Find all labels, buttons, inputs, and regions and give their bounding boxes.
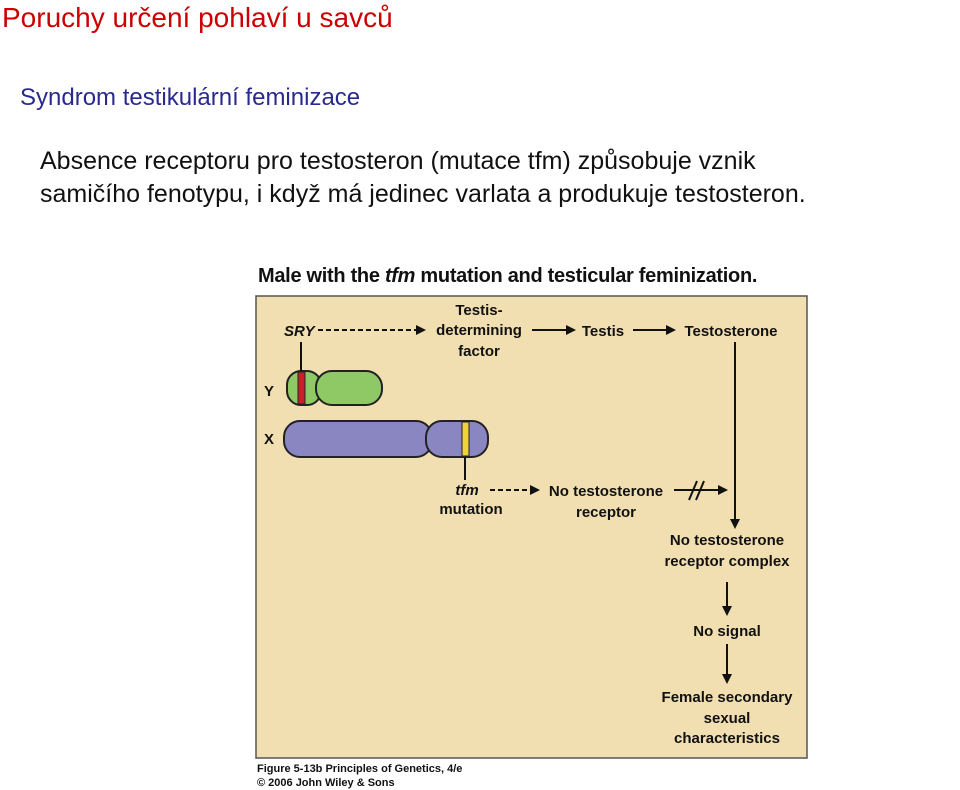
female-label-line2: sexual — [704, 710, 751, 727]
no-receptor-label-line1: No testosterone — [549, 483, 663, 500]
figure-title: Male with the tfm mutation and testicula… — [258, 265, 757, 288]
figure-caption: Figure 5-13b Principles of Genetics, 4/e… — [257, 762, 462, 790]
body-line-2: samičího fenotypu, i když má jedinec var… — [40, 180, 806, 208]
block-mark-1 — [688, 480, 698, 501]
y-chromosome — [286, 370, 383, 406]
no-receptor-label-line2: receptor — [576, 504, 636, 521]
figure-title-suffix: mutation and testicular feminization. — [415, 265, 758, 287]
block-mark-2 — [695, 480, 705, 501]
testosterone-label: Testosterone — [684, 323, 777, 340]
figure-title-prefix: Male with the — [258, 265, 385, 287]
sry-label: SRY — [284, 323, 317, 340]
no-signal-label: No signal — [693, 623, 761, 640]
slide-title: Poruchy určení pohlaví u savců — [2, 2, 393, 33]
testis-label: Testis — [582, 323, 624, 340]
caption-line-1: Figure 5-13b Principles of Genetics, 4/e — [257, 763, 463, 775]
tdf-label-line3: factor — [458, 343, 500, 360]
x-label: X — [264, 431, 274, 448]
slide-body-text: Absence receptoru pro testosteron (mutac… — [40, 145, 960, 211]
y-label: Y — [264, 383, 274, 400]
caption-line-2: © 2006 John Wiley & Sons — [257, 777, 395, 789]
mutation-label: mutation — [439, 501, 502, 518]
slide-subtitle: Syndrom testikulární feminizace — [20, 84, 361, 111]
no-complex-label-line2: receptor complex — [664, 553, 790, 570]
tdf-label-line1: Testis- — [455, 302, 502, 319]
female-label-line3: characteristics — [674, 730, 780, 747]
tdf-label-line2: determining — [436, 322, 522, 339]
tfm-band — [461, 421, 470, 457]
figure-title-italic: tfm — [384, 265, 416, 287]
female-label-line1: Female secondary — [662, 689, 794, 706]
sry-band — [297, 371, 306, 405]
no-complex-label-line1: No testosterone — [670, 532, 784, 549]
body-line-1: Absence receptoru pro testosteron (mutac… — [40, 147, 756, 175]
tfm-label: tfm — [455, 482, 478, 499]
x-chromosome — [283, 420, 489, 458]
